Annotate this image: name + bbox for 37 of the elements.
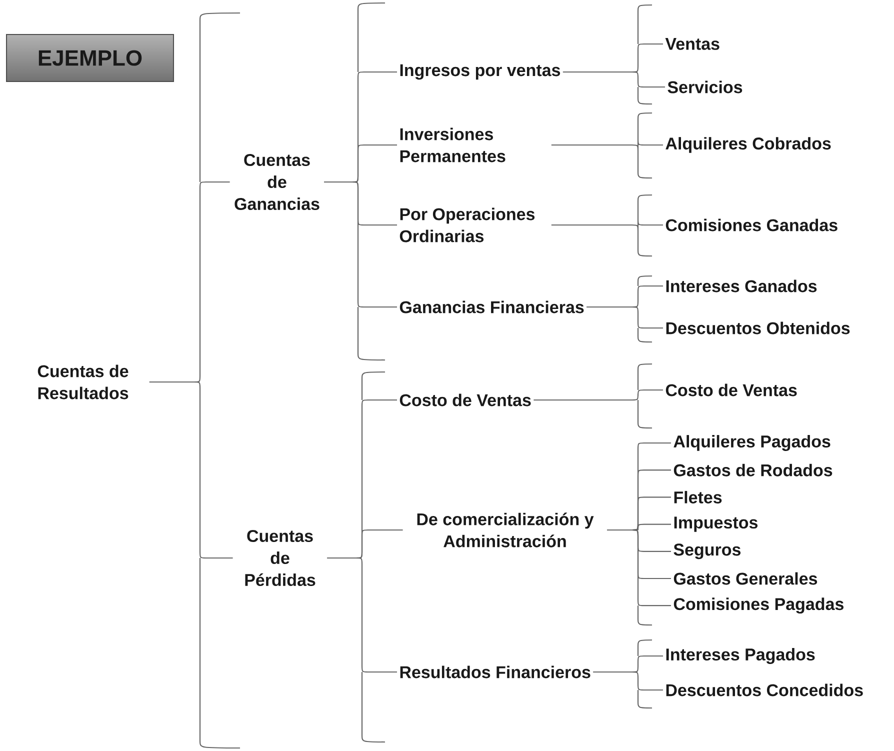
node-label: Alquileres Pagados bbox=[674, 435, 830, 451]
node-label: Intereses Pagados bbox=[666, 648, 815, 664]
node-label: Ingresos por ventas bbox=[400, 64, 560, 80]
brace-connector bbox=[550, 194, 664, 257]
node-label: Fletes bbox=[674, 490, 722, 504]
node-label: Seguros bbox=[674, 544, 741, 560]
node-label: Servicios bbox=[668, 80, 742, 94]
brace-connector bbox=[326, 557, 398, 743]
node-label: Costo de Ventas bbox=[400, 394, 531, 406]
title-box: EJEMPLO bbox=[6, 34, 174, 82]
node-label: Alquileres Cobrados bbox=[666, 137, 831, 153]
node-label: Cuentas de Pérdidas bbox=[245, 530, 316, 586]
node-label: De comercialización y Administración bbox=[417, 512, 594, 548]
brace-connector bbox=[550, 112, 664, 179]
node-label: Gastos Generales bbox=[674, 572, 818, 585]
brace-connector bbox=[148, 381, 241, 749]
node-label: Descuentos Obtenidos bbox=[666, 322, 850, 334]
node-label: Ganancias Financieras bbox=[400, 300, 584, 314]
node-label: Inversiones Permanentes bbox=[400, 128, 506, 162]
node-label: Gastos de Rodados bbox=[674, 464, 832, 476]
brace-connector bbox=[533, 363, 664, 429]
node-label: Comisiones Pagadas bbox=[674, 598, 844, 614]
node-label: Por Operaciones Ordinarias bbox=[400, 208, 535, 242]
node-label: Cuentas de Ganancias bbox=[234, 154, 320, 210]
node-label: Intereses Ganados bbox=[666, 280, 817, 292]
node-label: Comisiones Ganadas bbox=[666, 218, 838, 232]
brace-connector bbox=[586, 306, 664, 343]
brace-connector bbox=[324, 181, 398, 361]
node-label: Impuestos bbox=[674, 516, 758, 532]
brace-connector bbox=[562, 71, 666, 105]
brace-connector bbox=[592, 671, 664, 709]
node-label: Costo de Ventas bbox=[666, 384, 797, 396]
brace-connector bbox=[606, 529, 672, 626]
node-label: Descuentos Concedidos bbox=[666, 684, 863, 696]
node-label: Resultados Financieros bbox=[400, 666, 590, 678]
node-label: Cuentas de Resultados bbox=[38, 364, 128, 400]
node-label: Ventas bbox=[665, 38, 720, 50]
